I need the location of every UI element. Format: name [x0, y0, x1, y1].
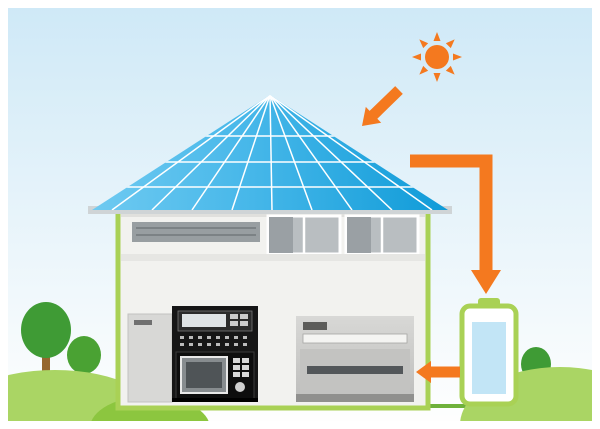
- flow-arrow-battery-to-appliances: [416, 361, 460, 383]
- sun-disc: [425, 45, 449, 69]
- sun-rays: [412, 32, 462, 82]
- floor-divider: [121, 254, 425, 261]
- grass-mound-right: [460, 367, 592, 421]
- window-right: [344, 214, 420, 256]
- display-panel: [182, 314, 226, 327]
- dishwasher: [296, 316, 414, 402]
- flow-arrow-sun-to-roof: [362, 86, 403, 126]
- battery-icon: [459, 298, 519, 407]
- microwave-window: [186, 362, 222, 388]
- kitchen-unit: [172, 306, 258, 402]
- dishwasher-handle: [302, 333, 408, 344]
- battery-charge-level: [472, 322, 506, 394]
- vent-panel: [132, 222, 260, 242]
- unit-base: [172, 398, 258, 402]
- dishwasher-slot: [307, 366, 403, 374]
- dishwasher-base: [296, 394, 414, 402]
- cabinet-handle: [134, 320, 152, 325]
- house: [115, 205, 431, 411]
- window-left: [266, 214, 342, 256]
- arrowhead-down: [471, 270, 501, 294]
- microwave-buttons: [233, 358, 249, 377]
- microwave-dial: [235, 382, 245, 392]
- tree-foliage: [67, 336, 101, 374]
- tree-foliage: [21, 302, 71, 358]
- microwave: [175, 351, 255, 400]
- flow-arrow-roof-to-battery: [410, 154, 501, 294]
- unit-button-row: [180, 336, 247, 346]
- dishwasher-control: [303, 322, 327, 330]
- cabinet: [127, 313, 173, 403]
- unit-buttons: [230, 314, 248, 326]
- sun-icon: [412, 32, 462, 82]
